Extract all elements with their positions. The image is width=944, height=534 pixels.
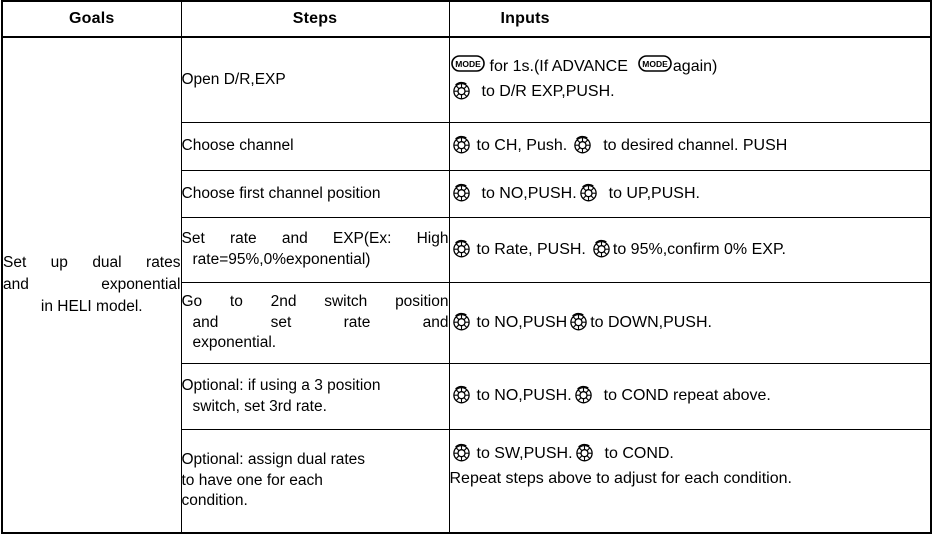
step-line: Go to 2nd switch position bbox=[181, 292, 449, 310]
input-line-1: to NO,PUSH. bbox=[450, 384, 931, 409]
rotary-dial-icon bbox=[568, 311, 589, 332]
input-text-a: to SW,PUSH. bbox=[476, 445, 573, 462]
step-line: Set rate and EXP(Ex: High bbox=[181, 230, 449, 248]
rotary-dial-icon bbox=[451, 384, 472, 405]
input-line-1: to NO,PUSH. bbox=[450, 182, 931, 207]
steps-cell-set-rate-exp: Set rate and EXP(Ex: High rate=95%,0%exp… bbox=[180, 217, 450, 283]
table-row: Optional: if using a 3 position switch, … bbox=[2, 363, 932, 430]
inputs-cell-choose-channel: to CH, Push. bbox=[448, 122, 932, 171]
table-row: Optional: assign dual rates to have one … bbox=[2, 429, 932, 534]
table-header-row: Goals Steps Inputs bbox=[1, 1, 932, 38]
input-text-a: to NO,PUSH. bbox=[476, 387, 572, 405]
step-line: Optional: assign dual rates bbox=[181, 450, 366, 468]
input-line-2: Repeat steps above to adjust for each co… bbox=[449, 469, 792, 487]
step-line: Open D/R,EXP bbox=[181, 70, 286, 88]
table-row: Set up dual rates and exponential in HEL… bbox=[1, 36, 932, 534]
steps-cell-open-dr-exp: Open D/R,EXP bbox=[180, 36, 450, 123]
table-row: Choose first channel position bbox=[2, 170, 932, 218]
input-text-a: to CH, Push. bbox=[476, 137, 568, 155]
inputs-cell-set-rate-exp: to Rate, PUSH. bbox=[448, 217, 932, 283]
column-header-goals: Goals bbox=[1, 1, 182, 38]
rotary-dial-icon bbox=[572, 134, 593, 155]
input-text-b: to COND. bbox=[604, 445, 674, 462]
goal-line-1: Set up dual rates bbox=[3, 254, 181, 271]
input-line-1: MODE for 1s.(If ADVANCE MODE again) bbox=[450, 55, 931, 80]
input-text-b: to desired channel. PUSH bbox=[603, 137, 788, 155]
step-line: and set rate and bbox=[192, 313, 449, 331]
rotary-dial-icon bbox=[591, 238, 612, 259]
rotary-dial-icon bbox=[451, 182, 472, 203]
input-text-b: to COND repeat above. bbox=[603, 387, 771, 405]
input-text-a: to NO,PUSH bbox=[476, 313, 568, 331]
steps-cell-first-channel-position: Choose first channel position bbox=[180, 170, 450, 218]
rotary-dial-icon bbox=[574, 442, 595, 463]
input-text-a: to Rate, PUSH. bbox=[476, 240, 586, 258]
step-line: switch, set 3rd rate. bbox=[192, 397, 327, 415]
mode-button-icon: MODE bbox=[450, 55, 485, 73]
mode-button-icon: MODE bbox=[638, 55, 672, 73]
step-line: rate=95%,0%exponential) bbox=[192, 251, 371, 268]
step-line: Optional: if using a 3 position bbox=[181, 376, 381, 394]
inputs-cell-optional-assign-dual-rates: to SW,PUSH. bbox=[448, 429, 932, 534]
rotary-dial-icon bbox=[451, 80, 472, 101]
input-text-b: to DOWN,PUSH. bbox=[590, 313, 712, 331]
table-row: Choose channel bbox=[2, 122, 932, 171]
step-line: to have one for each bbox=[181, 471, 323, 489]
input-line-2: to D/R EXP,PUSH. bbox=[450, 80, 931, 105]
input-line-1: to SW,PUSH. bbox=[450, 442, 931, 467]
column-header-inputs: Inputs bbox=[448, 1, 932, 38]
steps-cell-optional-assign-dual-rates: Optional: assign dual rates to have one … bbox=[180, 429, 450, 534]
svg-text:MODE: MODE bbox=[642, 59, 668, 69]
step-line: exponential. bbox=[192, 334, 277, 352]
inputs-cell-optional-3-position: to NO,PUSH. bbox=[448, 363, 932, 430]
goals-cell: Set up dual rates and exponential in HEL… bbox=[1, 36, 182, 534]
rotary-dial-icon bbox=[451, 134, 472, 155]
input-text-b: again) bbox=[672, 58, 718, 76]
input-line-1: to CH, Push. bbox=[450, 134, 931, 159]
table-row: Set rate and EXP(Ex: High rate=95%,0%exp… bbox=[2, 217, 932, 283]
svg-text:MODE: MODE bbox=[455, 59, 481, 69]
steps-cell-optional-3-position: Optional: if using a 3 position switch, … bbox=[180, 363, 450, 430]
goal-line-2: and exponential bbox=[3, 276, 181, 293]
inputs-cell-second-switch-position: to NO,PUSH bbox=[448, 282, 932, 364]
input-text-b: to UP,PUSH. bbox=[608, 184, 700, 202]
rotary-dial-icon bbox=[451, 238, 472, 259]
step-line: Choose channel bbox=[181, 137, 294, 155]
rotary-dial-icon bbox=[451, 311, 472, 332]
input-text-a: to NO,PUSH. bbox=[481, 184, 577, 202]
column-header-steps: Steps bbox=[180, 1, 450, 38]
step-line: condition. bbox=[181, 492, 248, 510]
rotary-dial-icon bbox=[573, 384, 594, 405]
input-line-1: to NO,PUSH bbox=[450, 311, 931, 336]
goal-line-3: in HELI model. bbox=[40, 298, 143, 315]
input-text-b: to 95%,confirm 0% EXP. bbox=[612, 240, 786, 258]
input-text-a: for 1s.(If ADVANCE bbox=[489, 58, 628, 76]
table-row: Go to 2nd switch position and set rate a… bbox=[2, 282, 932, 364]
steps-cell-second-switch-position: Go to 2nd switch position and set rate a… bbox=[180, 282, 450, 364]
rotary-dial-icon bbox=[578, 182, 599, 203]
inputs-cell-first-channel-position: to NO,PUSH. bbox=[448, 170, 932, 218]
rotary-dial-icon bbox=[451, 442, 472, 463]
step-line: Choose first channel position bbox=[181, 184, 381, 202]
inputs-cell-open-dr-exp: MODE for 1s.(If ADVANCE MODE again) bbox=[448, 36, 932, 123]
input-text-a: to D/R EXP,PUSH. bbox=[481, 83, 615, 100]
steps-cell-choose-channel: Choose channel bbox=[180, 122, 450, 171]
input-line-1: to Rate, PUSH. bbox=[450, 238, 931, 263]
